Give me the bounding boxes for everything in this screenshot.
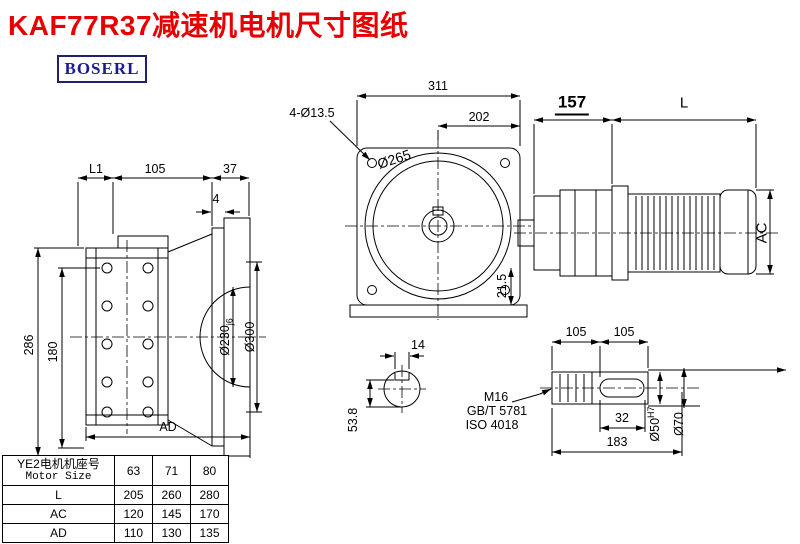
table-row-L: L 205 260 280 [2,485,229,505]
dim-183-label: 183 [606,435,628,449]
dim-50H7-label: Ø50H7 [646,406,662,441]
table-cell: 130 [152,523,191,543]
shaft-section-view [366,352,426,413]
dim-AC-label: AC [753,222,771,244]
table-row-AD: AD 110 130 135 [2,523,229,543]
table-cell: 110 [114,523,153,543]
dim-300-label: Ø300 [243,321,257,353]
table-cell: 135 [190,523,229,543]
row-label-AD: AD [2,523,115,543]
table-header-en: Motor Size [25,471,92,484]
table-cell: 145 [152,504,191,524]
motor-side-view [514,117,778,281]
table-cell: 205 [114,485,153,505]
dim-230j6-label: Ø230j6 [218,318,235,356]
dim-157-label: 157 [554,93,590,116]
dim-14-label: 14 [411,338,425,352]
dim-32-label: 32 [615,411,629,425]
table-row-AC: AC 120 145 170 [2,504,229,524]
table-header-motor-size: YE2电机机座号 Motor Size [2,455,115,486]
dim-311-label: 311 [428,79,448,93]
table-cell: 280 [190,485,229,505]
dim-230-value: Ø230 [217,325,232,356]
table-cell: 120 [114,504,153,524]
dim-50-value: Ø50 [648,417,663,442]
dim-105-label: 105 [144,162,166,176]
dim-230-tolerance: j6 [224,318,235,326]
dim-105a-label: 105 [565,325,587,339]
dim-180-label: 180 [46,341,60,363]
dim-286-label: 286 [22,334,36,356]
thread-standard-gb-label: GB/T 5781 [466,404,528,418]
dim-202-label: 202 [468,110,490,124]
thread-standard-iso-label: ISO 4018 [465,418,519,432]
table-size-80: 80 [190,455,229,486]
dim-AD-label: AD [159,420,177,434]
dim-L-label: L [679,94,689,112]
table-size-63: 63 [114,455,153,486]
table-header-cn: YE2电机机座号 [17,456,100,471]
dim-70-label: Ø70 [672,412,686,436]
motor-size-table: YE2电机机座号 Motor Size 63 71 80 L 205 260 2… [2,455,229,543]
row-label-L: L [2,485,115,505]
dim-21-5-label: 21.5 [495,273,509,299]
dim-50-tolerance: H7 [645,406,656,418]
dim-105b-label: 105 [613,325,635,339]
table-cell: 260 [152,485,191,505]
dim-L1-label: L1 [89,162,103,176]
dim-53-8-label: 53.8 [346,407,360,433]
thread-size-label: M16 [483,390,509,404]
row-label-AC: AC [2,504,115,524]
table-size-71: 71 [152,455,191,486]
table-cell: 170 [190,504,229,524]
dim-37-label: 37 [223,162,237,176]
table-header-row: YE2电机机座号 Motor Size 63 71 80 [2,455,229,486]
shaft-detail-view [511,339,786,456]
dim-bolt-holes-label: 4-Ø13.5 [289,106,335,120]
dim-4-label: 4 [212,192,220,206]
front-view [329,93,532,320]
brand-logo: BOSERL [57,55,147,83]
page-title: KAF77R37减速机电机尺寸图纸 [8,10,409,41]
